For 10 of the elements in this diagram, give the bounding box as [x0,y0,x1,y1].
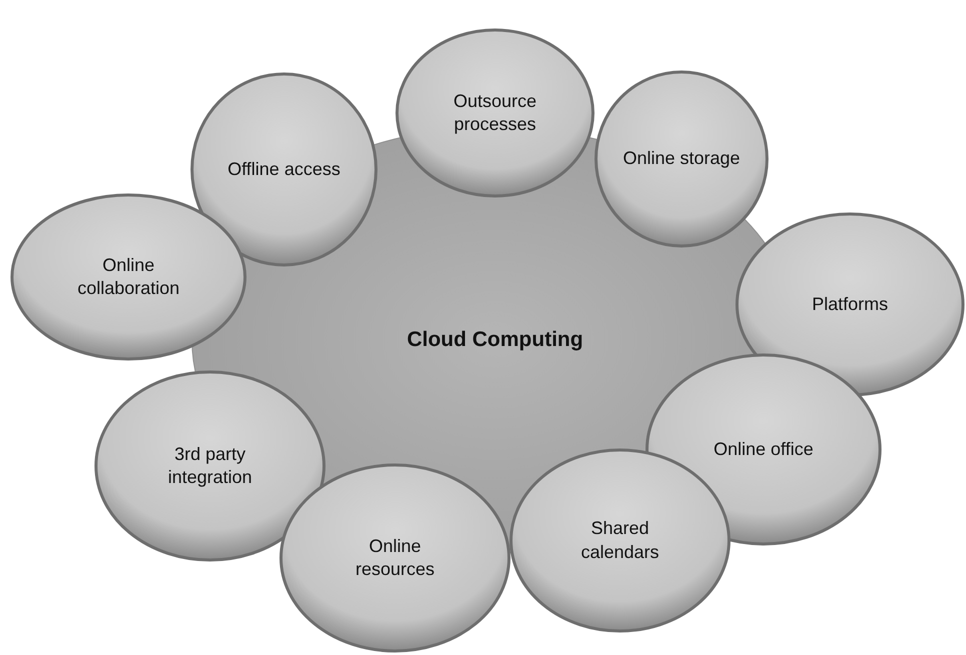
topic-label: Offline access [228,158,340,181]
topic-label: Shared calendars [580,517,660,564]
topic-label: Online office [714,438,814,461]
topic-label: Online collaboration [76,254,181,300]
topic-label: 3rd party integration [166,442,254,489]
topic-label: Platforms [812,292,888,316]
hub-label: Cloud Computing [406,327,584,354]
topic-label: Online resources [354,534,436,581]
topic-label: Online storage [622,147,740,170]
topic-label: Outsource processes [452,90,538,136]
